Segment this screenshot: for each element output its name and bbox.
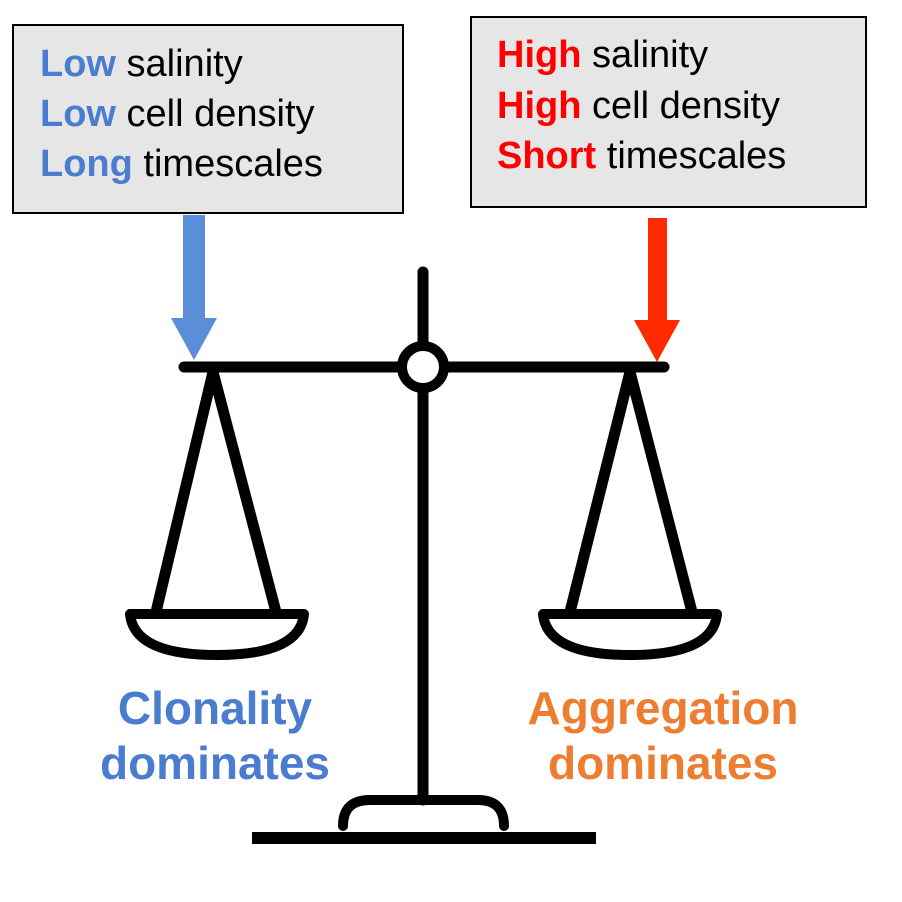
clonality-label: Clonality	[118, 682, 313, 734]
red-arrow-icon	[634, 218, 680, 362]
right-line-3: Short timescales	[497, 135, 786, 177]
right-conditions-box: High salinity High cell density Short ti…	[470, 16, 867, 208]
aggregation-dominates-label: dominates	[548, 737, 778, 789]
left-conditions-box: Low salinity Low cell density Long times…	[12, 24, 404, 214]
scale-icon	[125, 266, 722, 844]
left-line-2: Low cell density	[40, 93, 315, 135]
clonality-dominates-label: dominates	[100, 737, 330, 789]
right-line-2: High cell density	[497, 85, 780, 127]
blue-arrow-icon	[171, 215, 217, 360]
left-line-3: Long timescales	[40, 143, 323, 185]
right-line-1: High salinity	[497, 34, 708, 76]
aggregation-label: Aggregation	[528, 682, 799, 734]
left-line-1: Low salinity	[40, 43, 243, 85]
